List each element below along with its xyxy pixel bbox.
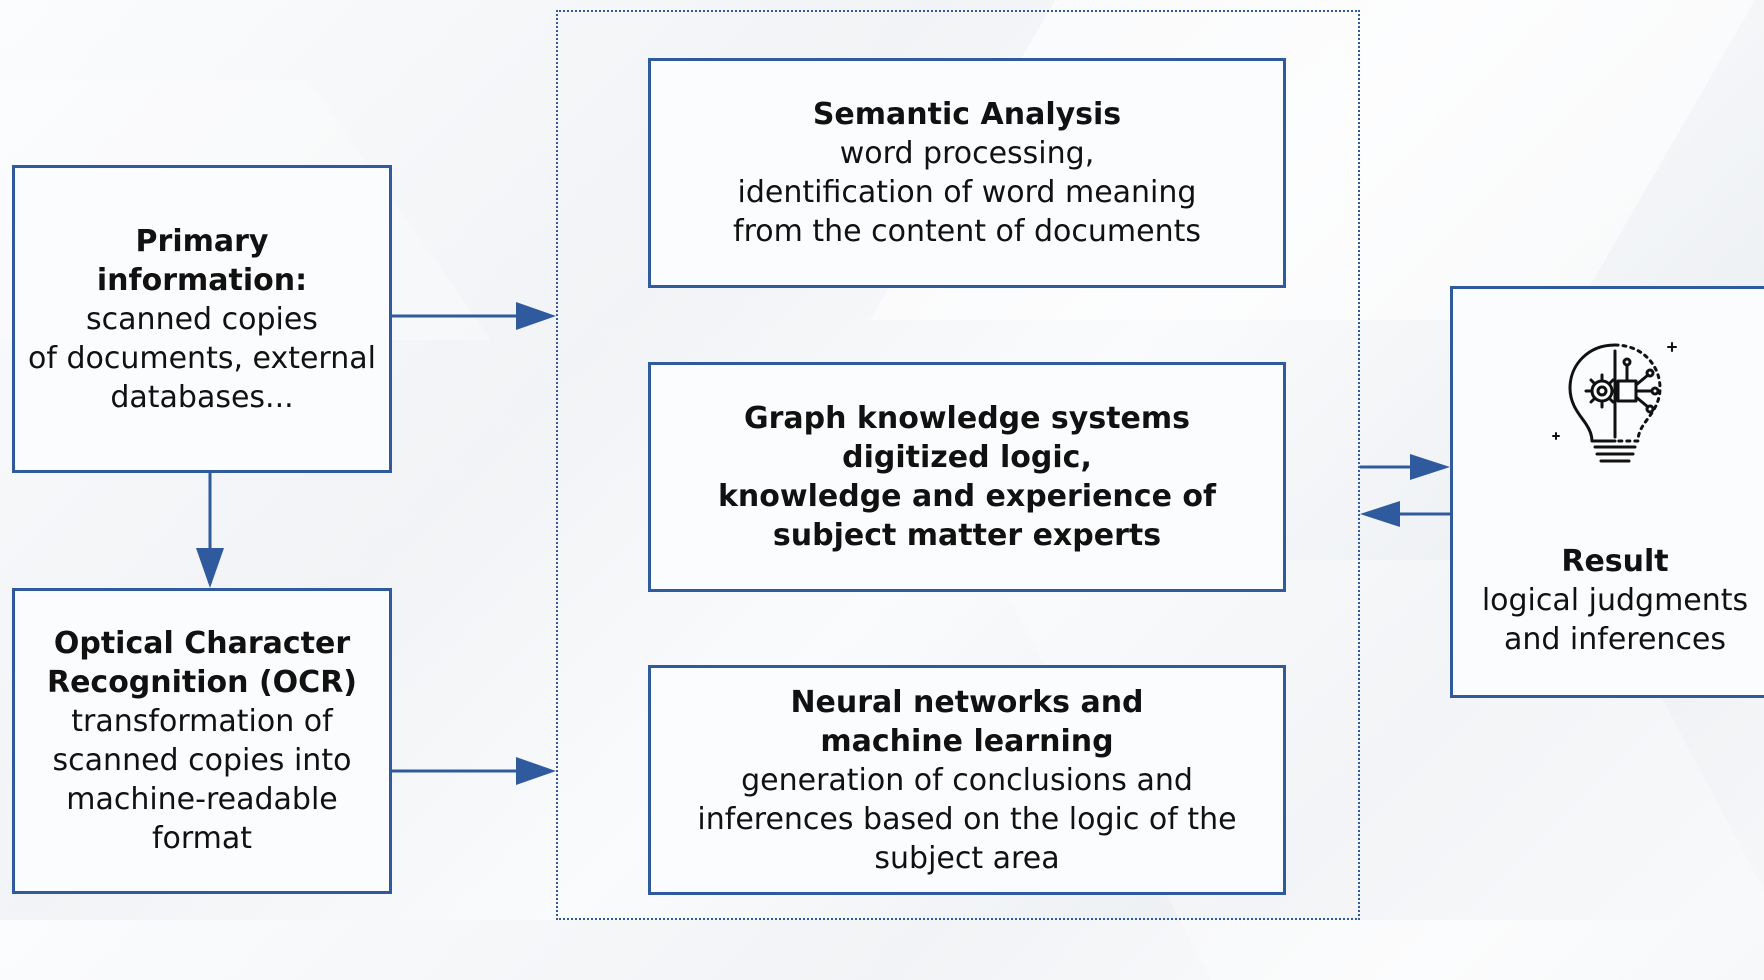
neural-networks-box: Neural networks and machine learning gen… (648, 665, 1286, 895)
arrow-ocr-to-analysis (392, 757, 556, 785)
arrow-analysis-to-result (1360, 454, 1450, 480)
arrow-result-to-analysis (1360, 501, 1450, 527)
arrow-primary-to-analysis (392, 302, 556, 330)
ocr-box: Optical Character Recognition (OCR) tran… (12, 588, 392, 894)
neural-networks-title: Neural networks and machine learning (790, 684, 1144, 759)
semantic-analysis-title: Semantic Analysis (812, 97, 1122, 132)
result-box: Result logical judgments and inferences (1450, 286, 1764, 698)
semantic-analysis-description: word processing, identification of word … (733, 136, 1201, 249)
graph-knowledge-title: Graph knowledge systems (743, 401, 1190, 436)
neural-networks-description: generation of conclusions and inferences… (697, 762, 1237, 876)
semantic-analysis-box: Semantic Analysis word processing, ident… (648, 58, 1286, 288)
ocr-description: transformation of scanned copies into ma… (52, 704, 352, 856)
primary-information-title: Primary information: (96, 223, 308, 298)
primary-information-description: scanned copies of documents, external da… (28, 301, 376, 415)
graph-knowledge-box: Graph knowledge systems digitized logic,… (648, 362, 1286, 592)
result-title: Result (1561, 544, 1669, 579)
result-description: logical judgments and inferences (1481, 583, 1749, 657)
ai-lightbulb-icon (1552, 342, 1677, 463)
ocr-title: Optical Character Recognition (OCR) (46, 626, 358, 700)
graph-knowledge-description: digitized logic, knowledge and experienc… (717, 440, 1217, 553)
primary-information-box: Primary information: scanned copies of d… (12, 165, 392, 473)
connector-arrows (196, 302, 1450, 785)
analysis-group-frame (556, 10, 1360, 920)
arrow-primary-to-ocr (196, 473, 224, 588)
